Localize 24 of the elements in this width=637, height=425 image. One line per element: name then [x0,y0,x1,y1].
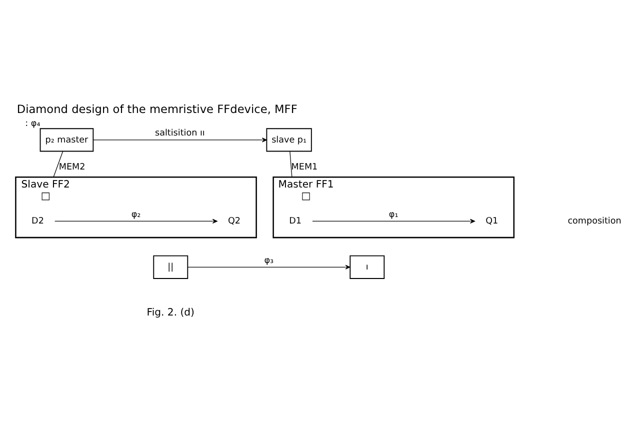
node-box: ı [350,254,385,278]
connector [53,150,64,177]
edge-label: φ₃ [264,255,274,266]
arrow [187,264,350,269]
arrow [54,218,218,223]
caption: Fig. 2. (d) [146,307,194,318]
edge-label: saltisition ıı [155,128,205,138]
arrow [312,218,475,223]
edge-label: MEM2 [58,162,86,172]
diagram-title: Diamond design of the memristive FFdevice, MFF [16,102,298,116]
node-box: p₂ master [40,128,94,152]
connector [290,150,292,177]
node-text: D1 [289,216,302,226]
node-text: D2 [32,216,44,226]
node-text: Q1 [486,216,498,226]
edge-label: φ₁ [388,209,398,220]
edge-label: MEM1 [291,162,318,172]
label: composition [568,216,622,226]
node-box: || [153,254,188,278]
edge-label: φ₂ [131,209,141,220]
node-box: slave p₁ [266,128,312,152]
node-text: Q2 [228,216,241,226]
node-label: : φ₄ [25,118,40,129]
arrow [93,137,267,142]
